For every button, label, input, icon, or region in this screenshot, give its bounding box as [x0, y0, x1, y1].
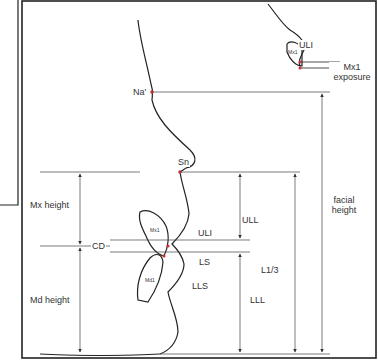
measurement-label: LLS	[191, 281, 209, 291]
measurement-label: L1/3	[260, 265, 280, 275]
measurement-label: facial height	[323, 195, 365, 215]
tooth-label: Mx1	[149, 227, 160, 233]
measurement-label: Mx height	[29, 200, 70, 210]
measurement-label: ULI	[197, 228, 213, 238]
measurement-label: Mx1 exposure	[329, 62, 375, 82]
measurement-label: CD	[91, 241, 106, 251]
tooth-label: Md1	[144, 277, 156, 283]
measurement-label: Md height	[29, 295, 71, 305]
tooth-label: Mx1	[287, 49, 298, 55]
measurement-label: ULL	[241, 215, 260, 225]
measurement-label: Sn	[177, 157, 190, 167]
measurement-label: LS	[198, 257, 211, 267]
measurement-label: ULI	[298, 40, 314, 50]
measurement-label: Na'	[132, 87, 147, 97]
measurement-label: LLL	[249, 295, 266, 305]
